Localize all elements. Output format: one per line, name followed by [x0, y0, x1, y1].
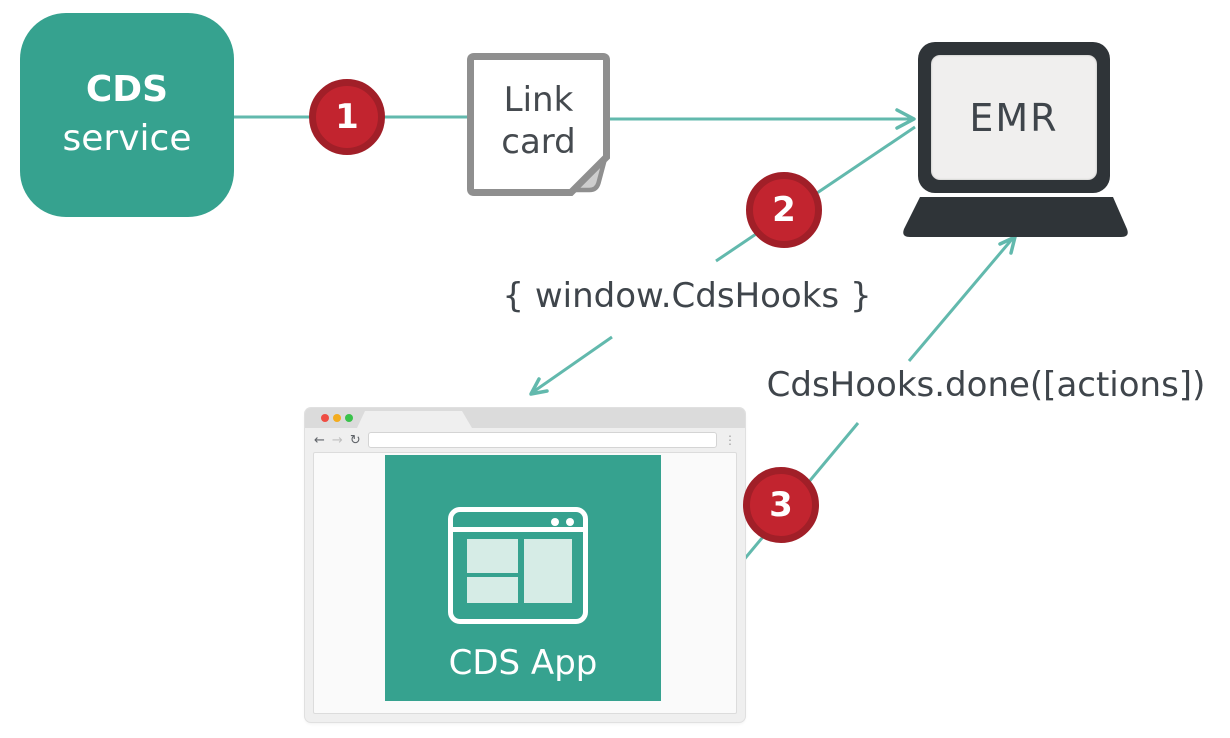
link-card-label: Link card	[467, 53, 610, 189]
app-window-header	[453, 512, 583, 532]
traffic-light-yellow-icon	[333, 414, 341, 422]
refresh-icon: ↻	[349, 432, 361, 448]
app-window-icon	[448, 507, 588, 624]
emr-keyboard-base-icon	[903, 197, 1128, 237]
step-2-number: 2	[772, 190, 796, 230]
window-dot-icon	[566, 518, 574, 526]
back-arrow-icon: ←	[314, 432, 325, 448]
browser-toolbar: ← → ↻ ⋮	[305, 428, 745, 452]
step-1-badge: 1	[309, 79, 385, 155]
browser-window: ← → ↻ ⋮ CDS App	[305, 408, 745, 722]
menu-dots-icon: ⋮	[724, 433, 736, 447]
cds-service-subtitle: service	[62, 118, 192, 159]
step-1-number: 1	[335, 97, 359, 137]
layout-pane	[467, 577, 518, 603]
cds-app-tile: CDS App	[385, 455, 661, 701]
browser-content: CDS App	[313, 452, 737, 714]
cds-app-label: CDS App	[448, 643, 598, 683]
step-3-badge: 3	[743, 467, 819, 543]
arrow-2-line-lower	[532, 335, 613, 394]
cds-service-box: CDS service	[20, 13, 234, 217]
cds-service-title: CDS	[85, 69, 169, 111]
link-card-line2: card	[501, 122, 576, 162]
emr-laptop-icon: EMR	[918, 42, 1110, 193]
arrowhead-into-browser-icon	[529, 377, 549, 396]
browser-tab	[357, 411, 472, 428]
annotation-cdshooks-done: CdsHooks.done([actions])	[766, 365, 1206, 405]
traffic-light-green-icon	[345, 414, 353, 422]
layout-pane	[467, 539, 518, 573]
step-2-badge: 2	[746, 172, 822, 248]
url-bar	[367, 432, 717, 448]
forward-arrow-icon: →	[331, 432, 343, 448]
link-card-fold-icon	[572, 158, 607, 193]
link-card-line1: Link	[503, 79, 574, 120]
browser-tab-strip	[305, 408, 745, 428]
emr-screen: EMR	[931, 55, 1097, 180]
link-card-sheet-icon	[467, 53, 610, 196]
step-3-number: 3	[769, 485, 793, 525]
window-dot-icon	[551, 518, 559, 526]
arrow-3-line-upper	[907, 237, 1015, 362]
layout-pane	[524, 539, 572, 603]
emr-label: EMR	[969, 95, 1059, 140]
arrowhead-into-emr-icon	[895, 108, 916, 130]
traffic-light-red-icon	[321, 414, 329, 422]
annotation-window-cdshooks: { window.CdsHooks }	[502, 276, 872, 316]
